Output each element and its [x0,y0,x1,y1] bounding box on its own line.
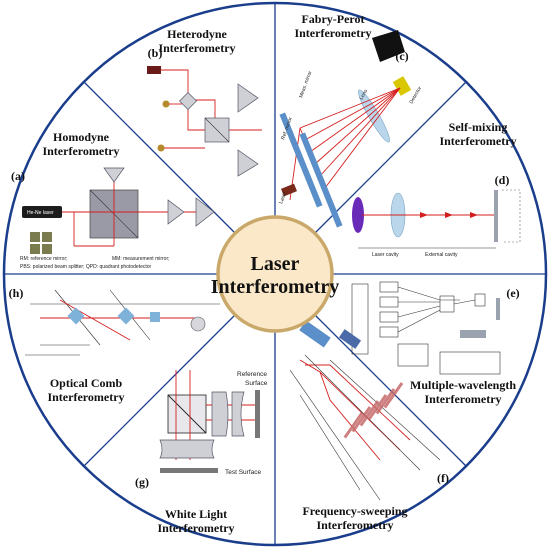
letter-g: (g) [135,475,149,489]
label-laser: Laser [278,191,288,205]
segment-multiple-wavelength: Multiple-wavelength Interferometry (e) [351,281,520,406]
title-self-mixing-1: Self-mixing [449,120,508,134]
pd1-detector [162,100,170,108]
title-homodyne-2: Interferometry [42,144,119,158]
detector-screen [372,30,405,62]
segment-homodyne: Homodyne Interferometry (a) He-Ne laser … [11,130,215,270]
photodiode [352,197,364,233]
center-title-line2: Interferometry [211,276,339,298]
label-pbs-note: PBS: polarized beam splitter; QPD: quadr… [20,264,152,270]
label-reference-2: Surface [245,380,268,387]
label-reference-1: Reference [237,371,267,378]
target-mirror [494,190,498,242]
label-lens: Lens [359,88,370,101]
heterodyne-laser [147,66,161,74]
title-self-mixing-2: Interferometry [439,134,516,148]
segment-heterodyne: Heterodyne Interferometry (b) [147,27,262,177]
pd2-detector [157,144,165,152]
segment-white-light: White Light Interferometry (g) Reference… [135,370,268,535]
letter-e: (e) [506,286,519,300]
title-heterodyne-2: Interferometry [158,41,235,55]
letter-d: (d) [495,173,510,187]
label-laser-cavity: Laser cavity [372,252,399,258]
title-white-light-2: Interferometry [157,521,234,535]
title-white-light-1: White Light [165,507,227,521]
reference-surface [255,390,260,438]
measurement-mirror [167,199,185,225]
label-he-ne-laser: He-Ne laser [27,210,54,216]
title-homodyne-1: Homodyne [53,130,110,144]
title-heterodyne-1: Heterodyne [167,27,227,41]
title-frequency-sweeping-2: Interferometry [316,518,393,532]
meas-mirror [279,112,323,208]
reference-mirror [103,167,125,183]
title-multiple-wavelength-2: Interferometry [424,392,501,406]
title-optical-comb-2: Interferometry [47,390,124,404]
letter-f: (f) [437,471,449,485]
title-frequency-sweeping-1: Frequency-sweeping [302,504,407,518]
title-fabry-perot-2: Interferometry [294,26,371,40]
label-external-cavity: External cavity [425,252,458,258]
label-test-surface: Test Surface [225,469,262,476]
detector [392,76,412,96]
segment-self-mixing: Self-mixing Interferometry (d) Laser cav… [352,120,521,258]
segment-optical-comb: Optical Comb Interferometry (h) [9,286,220,404]
letter-h: (h) [9,286,24,300]
ref-mirror [299,132,343,228]
test-surface [160,468,218,473]
letter-a: (a) [11,169,25,183]
label-rm-note: RM: reference mirror; [20,256,68,262]
segment-frequency-sweeping: Frequency-sweeping Interferometry (f) [289,320,449,532]
center-circle [216,215,334,333]
title-fabry-perot-1: Fabry-Perot [301,12,364,26]
title-multiple-wavelength-1: Multiple-wavelength [410,378,516,392]
letter-b: (b) [148,46,163,60]
he-ne-laser [22,206,62,218]
title-optical-comb-1: Optical Comb [50,376,123,390]
center-title-line1: Laser [251,253,300,275]
label-mm-note: MM: measurement mirror; [112,256,170,262]
segment-fabry-perot: Fabry-Perot Interferometry (c) Detector … [278,12,423,228]
fp-laser [281,183,297,197]
